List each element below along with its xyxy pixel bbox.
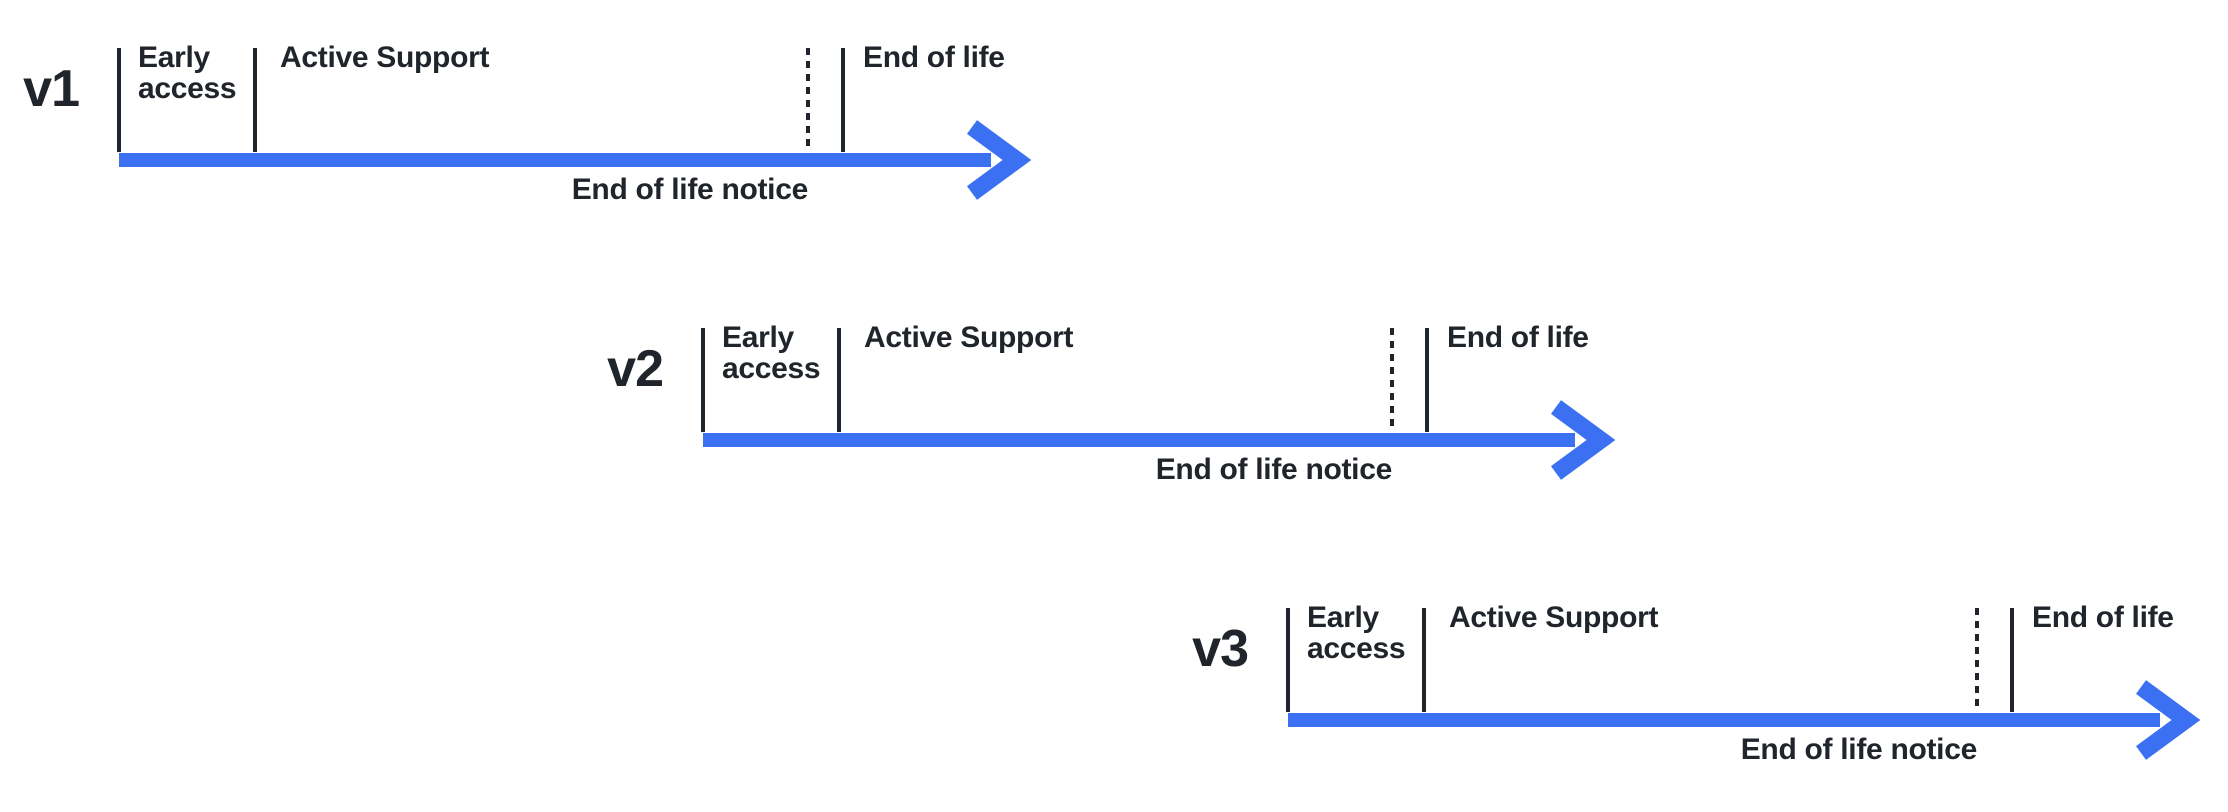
end-of-life-notice-label: End of life notice: [1740, 733, 1978, 766]
end-of-life-tick: [841, 48, 845, 152]
active-support-start-tick: [253, 48, 257, 152]
end-of-life-label: End of life: [1447, 321, 1589, 354]
timeline-arrow: [119, 120, 1032, 200]
version-label: v3: [1192, 620, 1249, 678]
end-of-life-notice-label: End of life notice: [1155, 453, 1393, 486]
active-support-start-tick: [837, 328, 841, 432]
early-access-start-tick: [117, 48, 121, 152]
active-support-label: Active Support: [1449, 601, 1659, 634]
version-label: v1: [23, 60, 80, 118]
eol-notice-dashed-line: [806, 48, 810, 152]
end-of-life-notice-label: End of life notice: [571, 173, 809, 206]
version-label: v2: [607, 340, 664, 398]
active-support-label: Active Support: [864, 321, 1074, 354]
timeline-arrow: [1288, 680, 2201, 760]
active-support-start-tick: [1422, 608, 1426, 712]
active-support-label: Active Support: [280, 41, 490, 74]
timeline-row-v2: v2 Early access Active Support End of li…: [607, 322, 1653, 513]
end-of-life-label: End of life: [2032, 601, 2174, 634]
early-access-start-tick: [1286, 608, 1290, 712]
eol-notice-dashed-line: [1975, 608, 1979, 712]
timeline-row-v1: v1 Early access Active Support End of li…: [23, 42, 1069, 233]
timeline-row-v3: v3 Early access Active Support End of li…: [1192, 602, 2228, 793]
eol-notice-dashed-line: [1390, 328, 1394, 432]
end-of-life-tick: [1425, 328, 1429, 432]
timeline-arrow: [703, 400, 1616, 480]
early-access-label: Early access: [722, 321, 821, 385]
early-access-label: Early access: [1307, 601, 1406, 665]
early-access-start-tick: [701, 328, 705, 432]
early-access-label: Early access: [138, 41, 237, 105]
end-of-life-label: End of life: [863, 41, 1005, 74]
end-of-life-tick: [2010, 608, 2014, 712]
